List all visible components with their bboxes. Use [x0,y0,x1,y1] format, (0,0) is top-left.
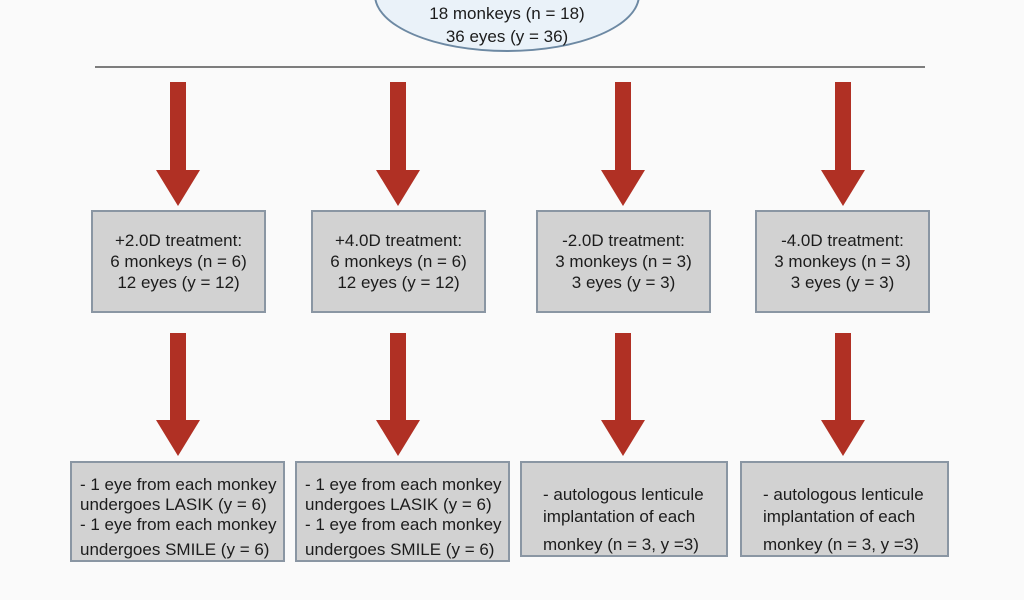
treatment-box-minus4d: -4.0D treatment: 3 monkeys (n = 3) 3 eye… [755,210,930,313]
arrow-shaft [615,333,631,420]
arrow-shaft [390,82,406,170]
arrow-down-icon [821,333,865,456]
box-line: -2.0D treatment: [562,231,685,250]
arrow-shaft [170,82,186,170]
box-line: - autologous lenticule [543,485,704,504]
box-line: - 1 eye from each monkey [305,475,502,494]
arrow-shaft [835,82,851,170]
arrow-down-icon [156,82,200,206]
arrow-shaft [170,333,186,420]
box-line: undergoes SMILE (y = 6) [80,540,270,559]
box-line: 12 eyes (y = 12) [337,273,460,292]
arrow-head [156,170,200,206]
arrow-head [376,420,420,456]
arrow-head [601,420,645,456]
arrow-head [821,420,865,456]
box-line: -4.0D treatment: [781,231,904,250]
box-line: monkey (n = 3, y =3) [763,535,919,554]
arrow-down-icon [601,82,645,206]
box-line: +2.0D treatment: [114,231,243,250]
arrow-shaft [835,333,851,420]
box-line: undergoes LASIK (y = 6) [305,495,492,514]
box-line: 3 monkeys (n = 3) [555,252,692,271]
arrow-head [821,170,865,206]
box-line: implantation of each [763,507,916,526]
arrow-down-icon [601,333,645,456]
arrow-down-icon [821,82,865,206]
arrow-head [601,170,645,206]
box-line: 3 eyes (y = 3) [571,273,676,292]
arrow-shaft [390,333,406,420]
treatment-box-minus2d: -2.0D treatment: 3 monkeys (n = 3) 3 eye… [536,210,711,313]
box-line: +4.0D treatment: [334,231,463,250]
box-line: monkey (n = 3, y =3) [543,535,699,554]
box-line: undergoes SMILE (y = 6) [305,540,495,559]
treatment-box-plus2d: +2.0D treatment: 6 monkeys (n = 6) 12 ey… [91,210,266,313]
box-line: 6 monkeys (n = 6) [110,252,247,271]
box-line: undergoes LASIK (y = 6) [80,495,267,514]
root-node-line: 36 eyes (y = 36) [445,27,569,46]
arrow-down-icon [156,333,200,456]
box-line: 12 eyes (y = 12) [117,273,240,292]
box-line: 6 monkeys (n = 6) [330,252,467,271]
arrow-down-icon [376,333,420,456]
procedure-box-lasik-smile: - 1 eye from each monkey undergoes LASIK… [295,461,510,562]
arrow-shaft [615,82,631,170]
box-line: - 1 eye from each monkey [80,475,277,494]
box-line: - 1 eye from each monkey [80,515,277,534]
box-line: - autologous lenticule [763,485,924,504]
box-line: 3 monkeys (n = 3) [774,252,911,271]
root-node-label: 18 monkeys (n = 18) 36 eyes (y = 36) [374,2,640,48]
procedure-box-lenticule: - autologous lenticule implantation of e… [520,461,728,557]
box-line: 3 eyes (y = 3) [790,273,895,292]
treatment-box-plus4d: +4.0D treatment: 6 monkeys (n = 6) 12 ey… [311,210,486,313]
root-node-line: 18 monkeys (n = 18) [429,4,585,23]
arrow-head [376,170,420,206]
arrow-head [156,420,200,456]
divider-line [95,66,925,68]
box-line: - 1 eye from each monkey [305,515,502,534]
box-line: implantation of each [543,507,696,526]
procedure-box-lasik-smile: - 1 eye from each monkey undergoes LASIK… [70,461,285,562]
procedure-box-lenticule: - autologous lenticule implantation of e… [740,461,949,557]
arrow-down-icon [376,82,420,206]
